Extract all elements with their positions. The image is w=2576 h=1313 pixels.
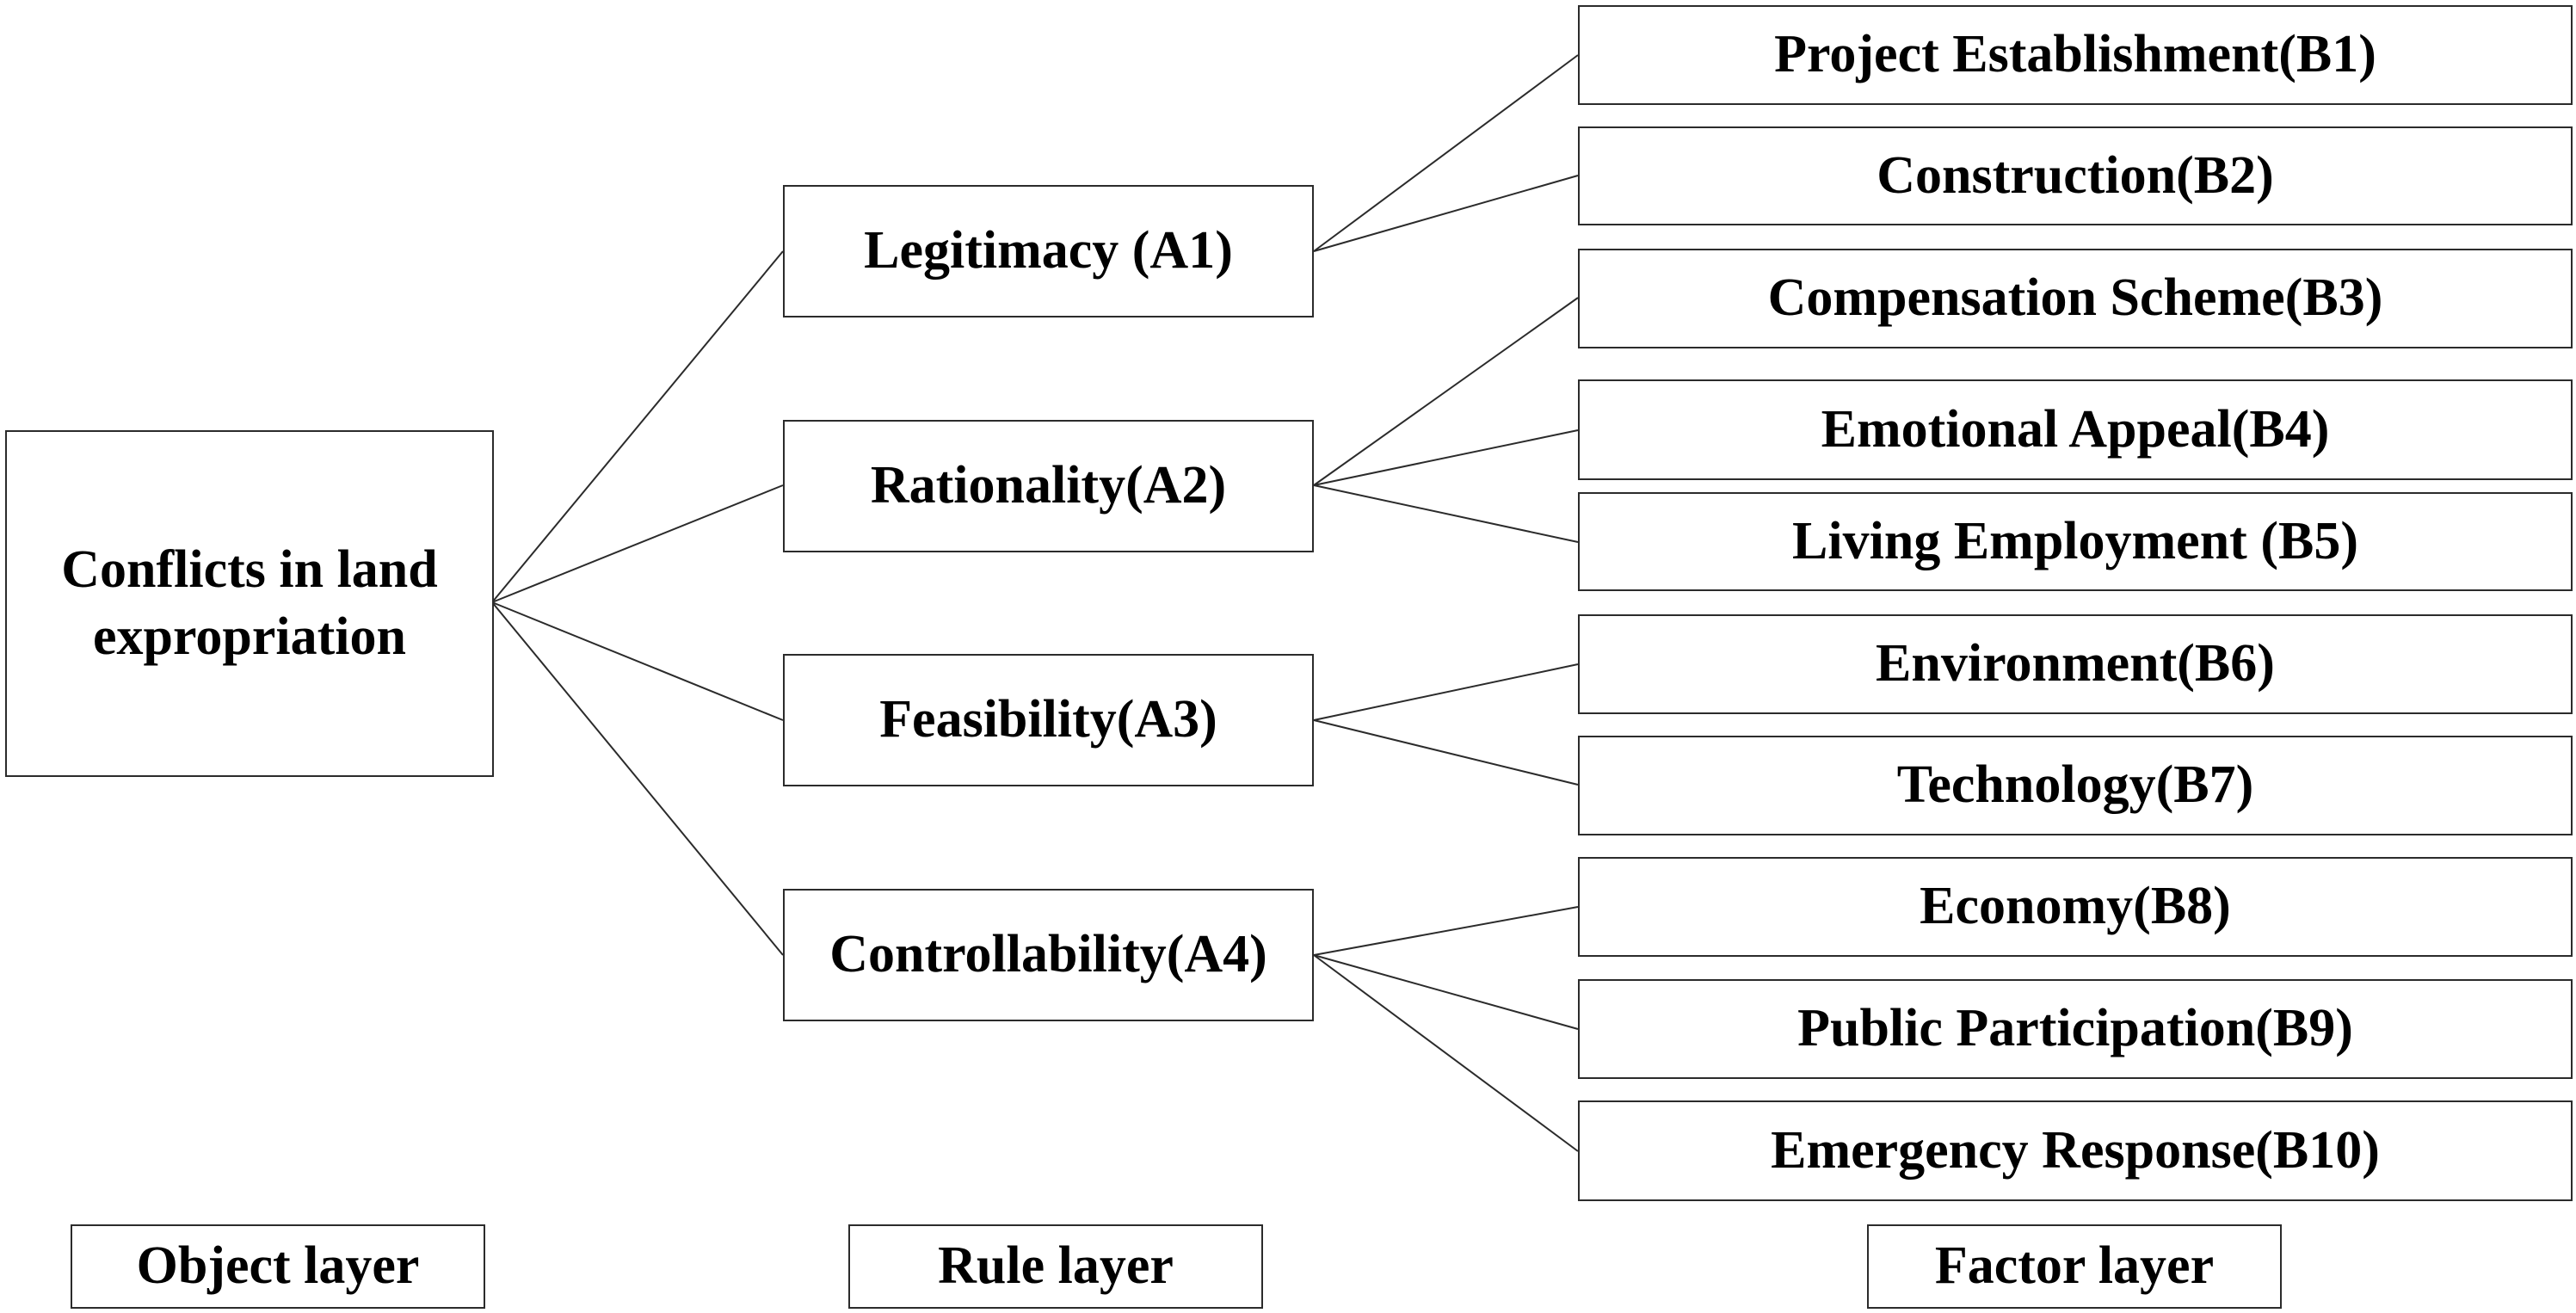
factor-box-b3: Compensation Scheme(B3) xyxy=(1578,249,2573,348)
object-box: Conflicts in land expropriation xyxy=(5,430,494,777)
rule-label: Rationality(A2) xyxy=(870,456,1227,515)
object-label: Conflicts in land expropriation xyxy=(61,540,438,666)
connector-a3-b7 xyxy=(1313,719,1579,786)
factor-label: Project Establishment(B1) xyxy=(1774,25,2376,84)
rule-label: Legitimacy (A1) xyxy=(864,221,1233,280)
layer-label-factor: Factor layer xyxy=(1867,1224,2282,1309)
connector-a4-b8 xyxy=(1313,906,1579,956)
layer-label-object: Object layer xyxy=(71,1224,485,1309)
factor-box-b8: Economy(B8) xyxy=(1578,857,2573,957)
layer-label-rule: Rule layer xyxy=(848,1224,1263,1309)
connector-a4-b9 xyxy=(1313,954,1579,1030)
factor-label: Compensation Scheme(B3) xyxy=(1767,268,2383,328)
connector-object-a2 xyxy=(491,484,784,603)
connector-a1-b1 xyxy=(1313,54,1579,252)
rule-box-a4: Controllability(A4) xyxy=(783,889,1314,1021)
factor-label: Living Employment (B5) xyxy=(1792,511,2358,570)
factor-label: Emergency Response(B10) xyxy=(1771,1120,2380,1180)
factor-label: Technology(B7) xyxy=(1896,755,2254,815)
connector-object-a3 xyxy=(491,601,784,721)
rule-label: Feasibility(A3) xyxy=(879,690,1217,749)
connector-object-a1 xyxy=(491,250,784,603)
connector-object-a4 xyxy=(491,601,784,956)
connector-a2-b3 xyxy=(1313,297,1579,486)
factor-label: Construction(B2) xyxy=(1877,145,2274,205)
connector-a1-b2 xyxy=(1313,175,1579,252)
factor-box-b6: Environment(B6) xyxy=(1578,614,2573,714)
layer-label-text: Object layer xyxy=(136,1236,420,1296)
layer-label-text: Rule layer xyxy=(938,1236,1174,1296)
rule-box-a2: Rationality(A2) xyxy=(783,420,1314,552)
factor-label: Environment(B6) xyxy=(1876,634,2275,693)
factor-box-b1: Project Establishment(B1) xyxy=(1578,5,2573,105)
factor-label: Economy(B8) xyxy=(1920,877,2231,936)
factor-box-b4: Emotional Appeal(B4) xyxy=(1578,379,2573,480)
layer-label-text: Factor layer xyxy=(1934,1236,2215,1296)
factor-box-b5: Living Employment (B5) xyxy=(1578,492,2573,591)
rule-label: Controllability(A4) xyxy=(829,925,1267,984)
factor-box-b2: Construction(B2) xyxy=(1578,126,2573,225)
rule-box-a1: Legitimacy (A1) xyxy=(783,185,1314,317)
factor-box-b9: Public Participation(B9) xyxy=(1578,979,2573,1079)
factor-box-b10: Emergency Response(B10) xyxy=(1578,1100,2573,1201)
connector-a4-b10 xyxy=(1313,954,1579,1152)
connector-a2-b5 xyxy=(1313,484,1579,543)
factor-label: Emotional Appeal(B4) xyxy=(1821,399,2330,459)
factor-label: Public Participation(B9) xyxy=(1797,999,2353,1058)
factor-box-b7: Technology(B7) xyxy=(1578,736,2573,835)
connector-a3-b6 xyxy=(1313,663,1579,721)
rule-box-a3: Feasibility(A3) xyxy=(783,654,1314,786)
connector-a2-b4 xyxy=(1313,429,1579,486)
